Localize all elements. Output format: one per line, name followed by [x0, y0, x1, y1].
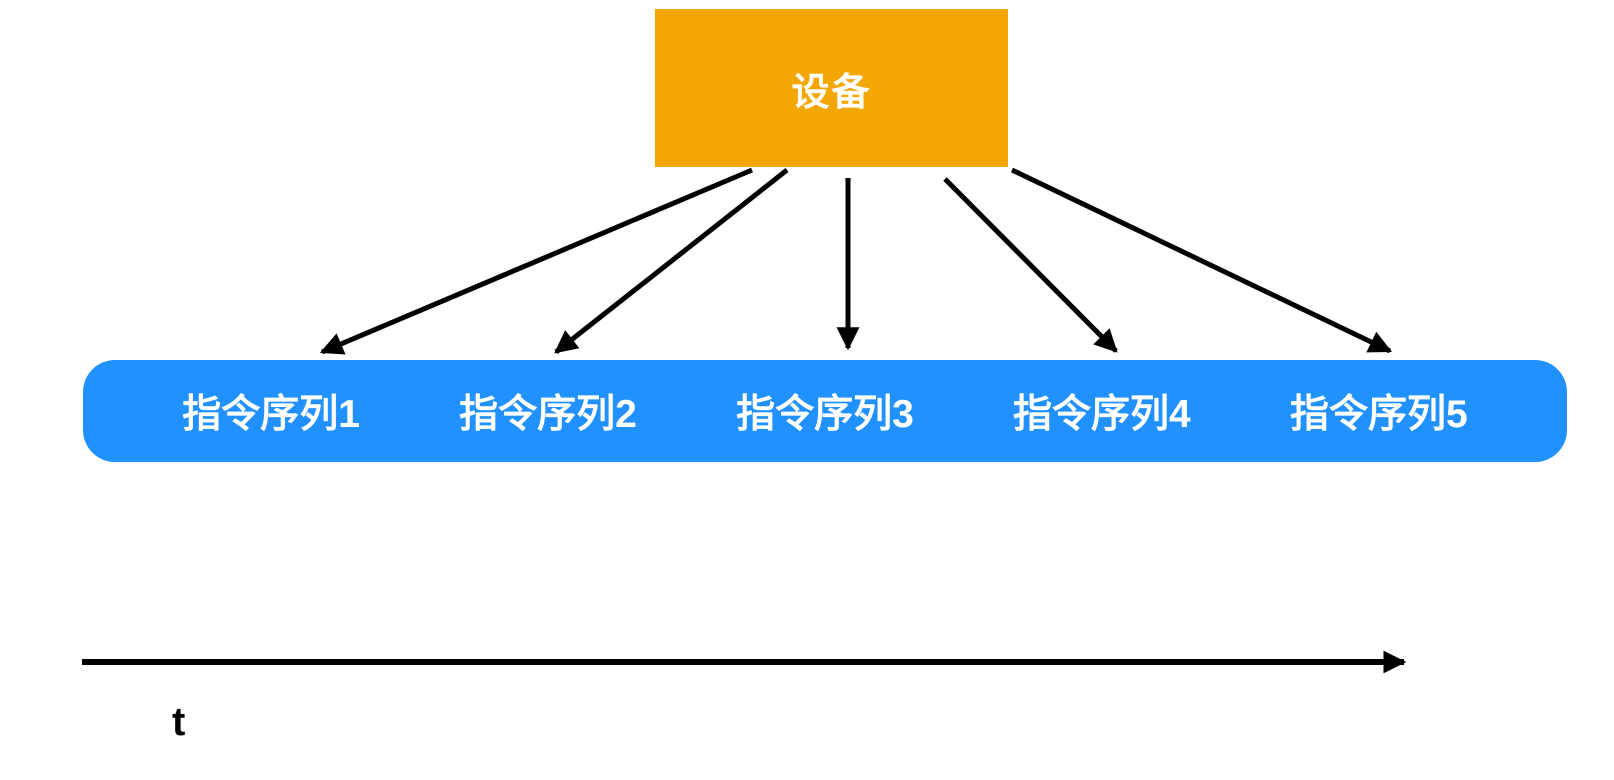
device-box-label: 设备	[791, 71, 872, 114]
sequence-label-3: 指令序列3	[736, 393, 914, 436]
arrow-to-sequence-5	[1010, 167, 1393, 354]
arrow-to-sequence-2	[554, 168, 789, 354]
sequence-label-2: 指令序列2	[459, 393, 637, 436]
instruction-sequence-bar: 指令序列1 指令序列2 指令序列3 指令序列4 指令序列5	[83, 360, 1567, 462]
sequence-label-1: 指令序列1	[182, 393, 360, 436]
arrow-to-sequence-1	[319, 167, 753, 355]
arrow-to-sequence-4	[943, 177, 1118, 353]
sequence-label-4: 指令序列4	[1013, 393, 1191, 436]
sequence-label-5: 指令序列5	[1289, 393, 1468, 436]
time-axis-label: t	[172, 700, 186, 744]
device-box: 设备	[655, 9, 1008, 167]
